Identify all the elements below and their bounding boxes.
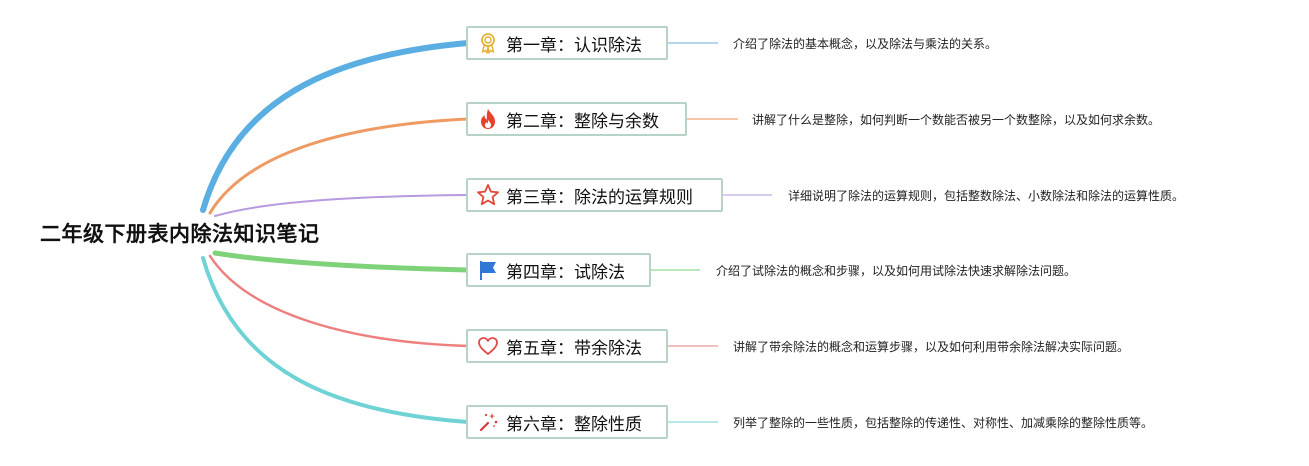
chapter-description-6: 列举了整除的一些性质，包括整除的传递性、对称性、加减乘除的整除性质等。	[733, 416, 1154, 430]
chapter-node-5[interactable]: 第五章：带余除法	[466, 329, 668, 363]
magic-wand-icon	[476, 410, 500, 434]
chapter-title-2: 第二章：整除与余数	[506, 111, 659, 132]
branch-line-3	[214, 194, 469, 217]
fire-icon	[476, 107, 500, 131]
branch-line-5	[208, 254, 470, 348]
branch-line-2	[208, 117, 470, 215]
chapter-title-4: 第四章：试除法	[506, 262, 625, 283]
chapter-description-2: 讲解了什么是整除，如何判断一个数能否被另一个数整除，以及如何求余数。	[752, 113, 1161, 127]
branch-line-4	[212, 250, 471, 273]
chapter-description-5: 讲解了带余除法的概念和运算步骤，以及如何利用带余除法解决实际问题。	[733, 340, 1130, 354]
chapter-title-1: 第一章：认识除法	[506, 35, 642, 56]
chapter-node-3[interactable]: 第三章：除法的运算规则	[466, 178, 723, 212]
chapter-description-3: 详细说明了除法的运算规则，包括整数除法、小数除法和除法的运算性质。	[788, 189, 1185, 203]
chapter-title-3: 第三章：除法的运算规则	[506, 187, 693, 208]
chapter-node-2[interactable]: 第二章：整除与余数	[466, 102, 687, 136]
root-topic[interactable]: 二年级下册表内除法知识笔记	[40, 222, 320, 246]
branch-line-6	[201, 256, 470, 424]
heart-icon	[476, 334, 500, 358]
chapter-description-1: 介绍了除法的基本概念，以及除法与乘法的关系。	[733, 37, 998, 51]
branch-line-1	[200, 40, 471, 213]
flag-icon	[476, 258, 500, 282]
chapter-title-6: 第六章：整除性质	[506, 414, 642, 435]
chapter-description-4: 介绍了试除法的概念和步骤，以及如何用试除法快速求解除法问题。	[716, 264, 1077, 278]
star-icon	[476, 183, 500, 207]
chapter-node-6[interactable]: 第六章：整除性质	[466, 405, 668, 439]
chapter-node-4[interactable]: 第四章：试除法	[466, 253, 651, 287]
chapter-title-5: 第五章：带余除法	[506, 338, 642, 359]
chapter-node-1[interactable]: 第一章：认识除法	[466, 26, 668, 60]
award-ribbon-icon	[476, 31, 500, 55]
